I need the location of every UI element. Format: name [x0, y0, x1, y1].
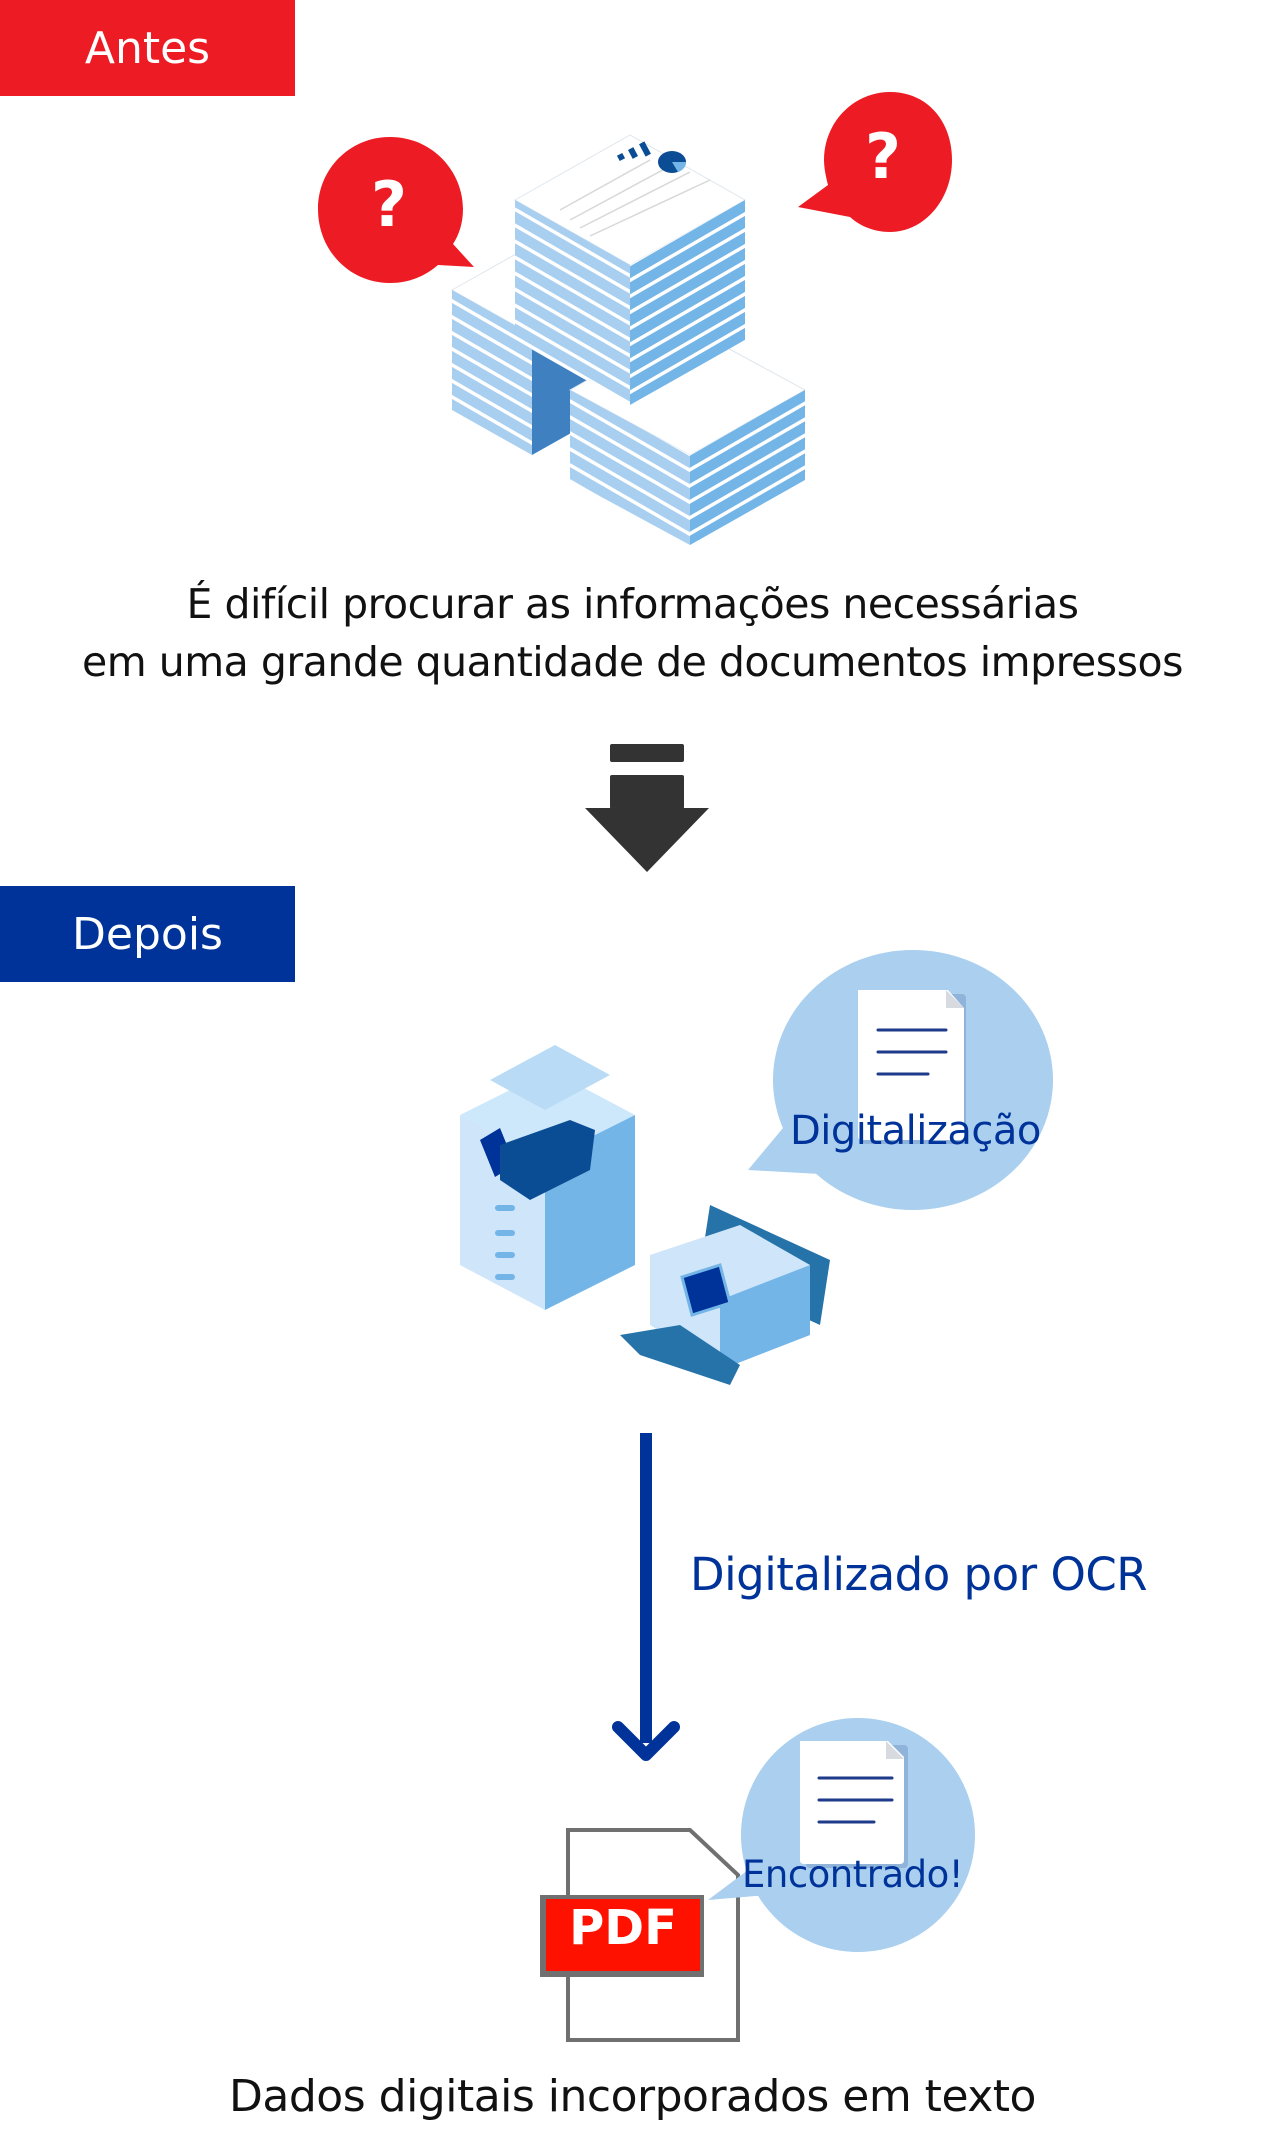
found-bubble-label: Encontrado!: [742, 1853, 964, 1896]
after-label-text: Depois: [72, 908, 223, 960]
footer-caption: Dados digitais incorporados em texto: [229, 2071, 1036, 2122]
question-bubble-left-icon: [318, 137, 474, 283]
down-arrow-icon: [585, 744, 709, 872]
pdf-badge-label: PDF: [569, 1900, 677, 1956]
document-stacks-illustration: [450, 134, 807, 545]
pdf-file-icon: [540, 1828, 740, 2042]
question-mark-left: ?: [371, 168, 407, 241]
question-mark-right: ?: [865, 120, 901, 193]
before-section-label: Antes: [0, 0, 295, 96]
question-bubble-right-icon: [798, 92, 952, 232]
before-label-text: Antes: [84, 22, 211, 74]
scan-bubble-label: Digitalização: [790, 1108, 1041, 1154]
before-headline: É difícil procurar as informações necess…: [0, 575, 1265, 691]
document-scanner-illustration: [620, 1205, 830, 1385]
before-headline-line2: em uma grande quantidade de documentos i…: [82, 638, 1183, 686]
found-speech-bubble-icon: [708, 1718, 975, 1952]
ocr-down-arrow-icon: [612, 1433, 680, 1761]
after-section-label: Depois: [0, 886, 295, 982]
multifunction-printer-illustration: [460, 1045, 635, 1310]
stack-top: [513, 134, 747, 405]
ocr-label: Digitalizado por OCR: [690, 1548, 1148, 1601]
scan-speech-bubble-icon: [748, 950, 1053, 1210]
before-headline-line1: É difícil procurar as informações necess…: [186, 580, 1079, 628]
